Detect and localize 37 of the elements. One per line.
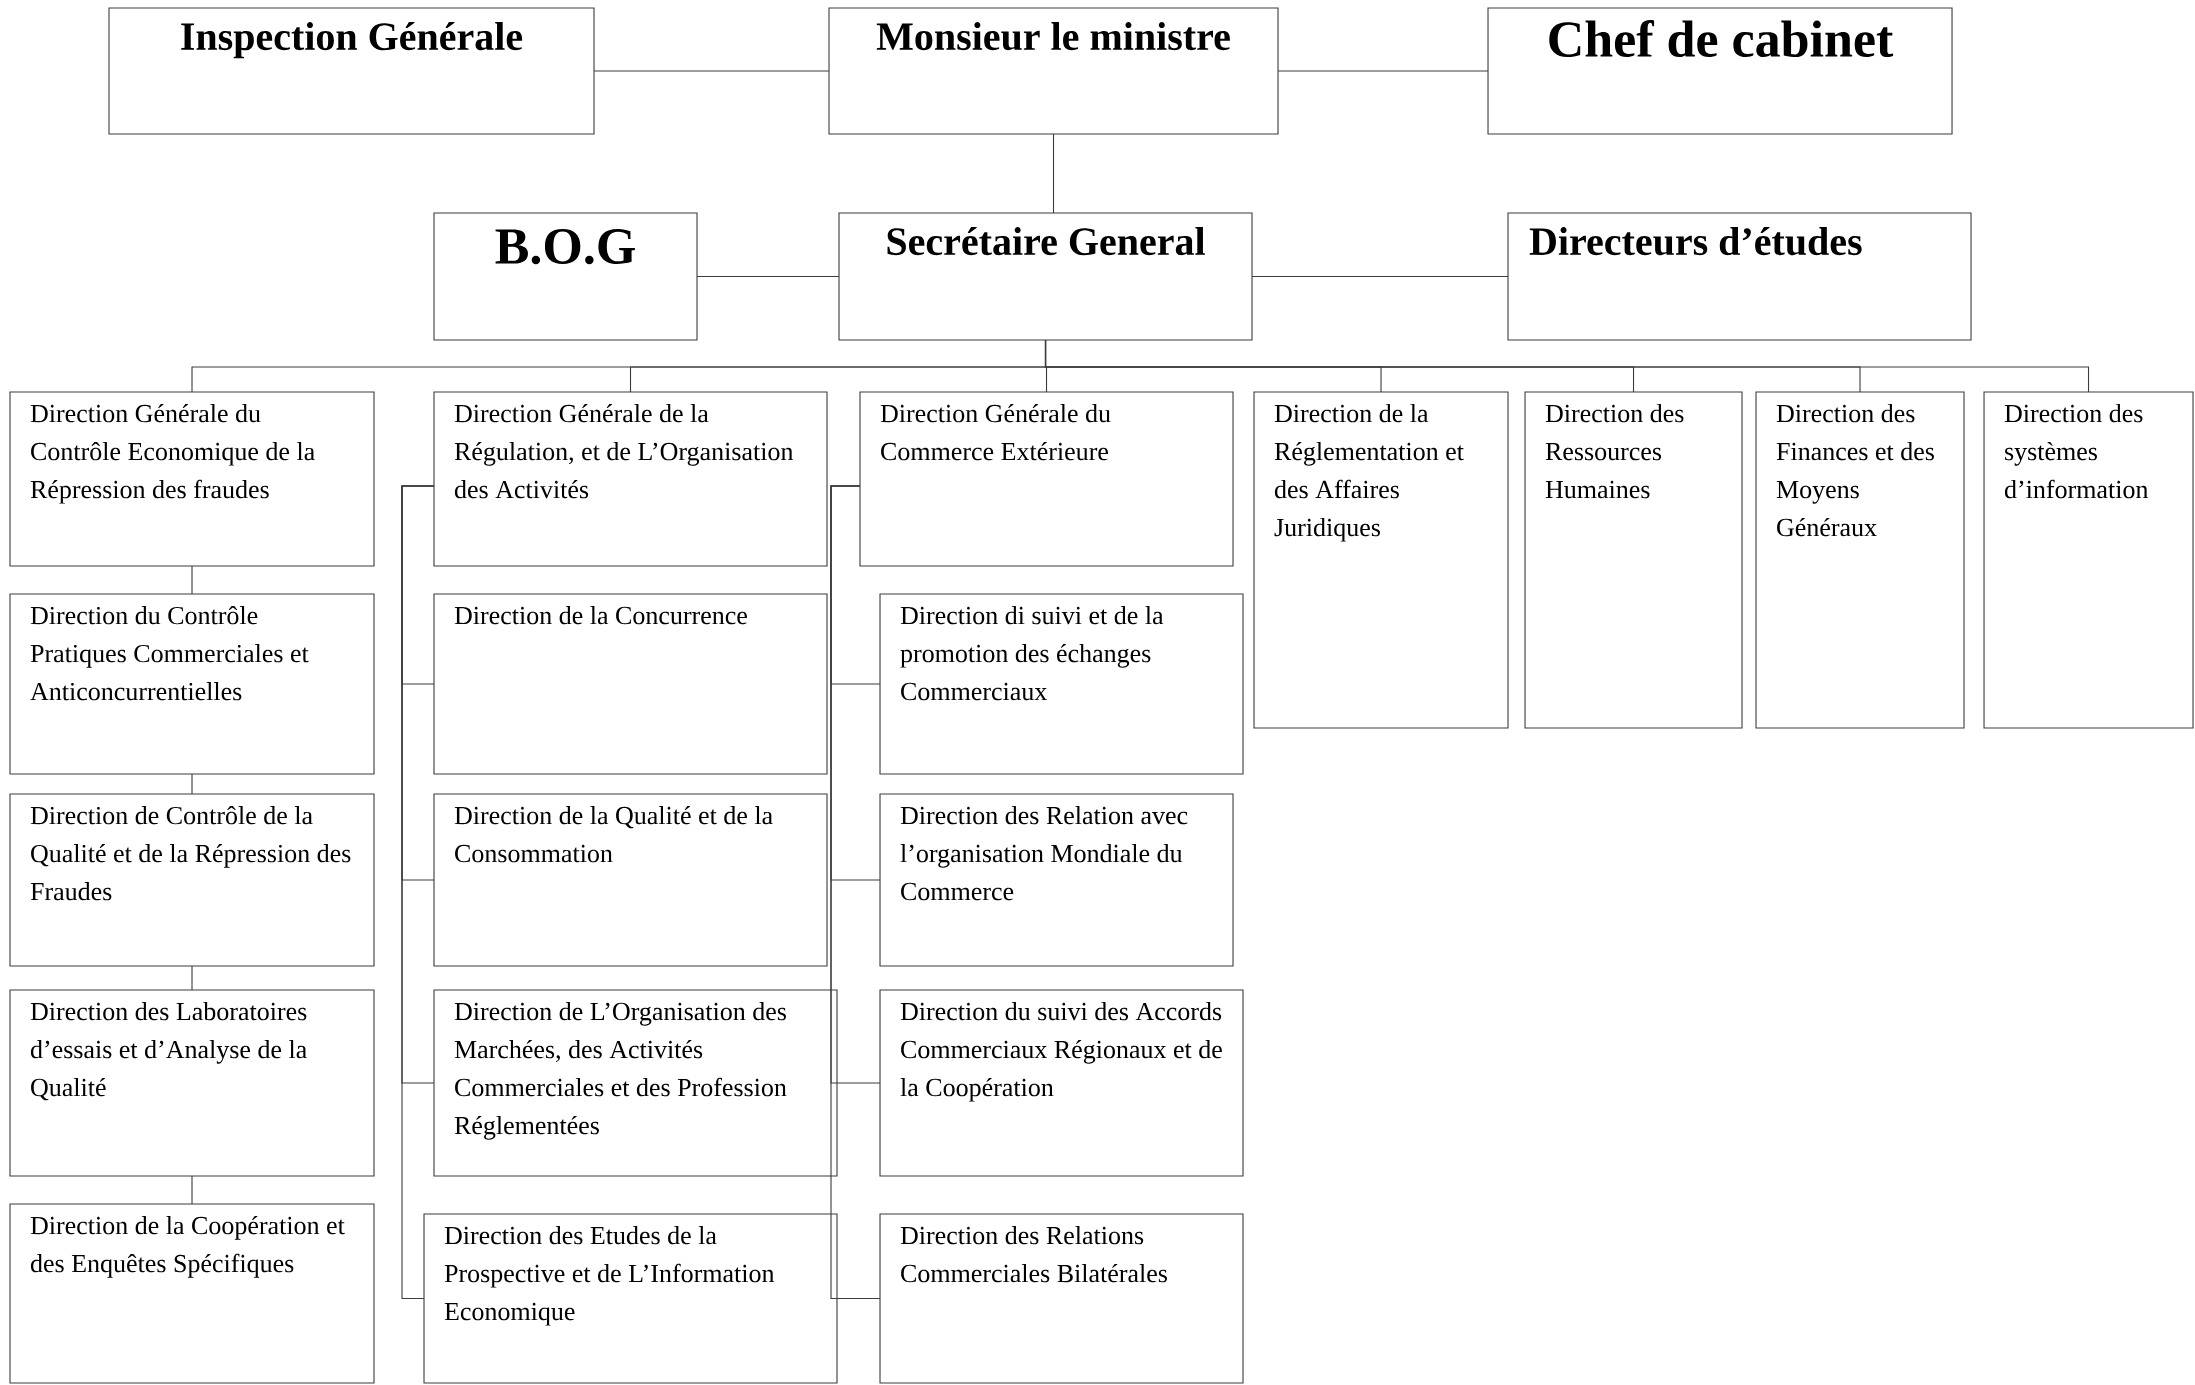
org-box: Direction des Etudes de la Prospective et de L’Information Economique — [423, 1213, 838, 1384]
org-box: Direction de la Coopération et des Enquêtes Spécifiques — [9, 1203, 375, 1384]
org-box: Direction des Ressources Humaines — [1524, 391, 1743, 729]
connector-line — [191, 773, 193, 795]
org-box: Direction de Contrôle de la Qualité et de la Répression des Fraudes — [9, 793, 375, 967]
connector-line — [1044, 339, 2090, 393]
org-box: Chef de cabinet — [1487, 7, 1953, 135]
connector-line — [593, 70, 830, 72]
org-box: B.O.G — [433, 212, 698, 341]
connector-line — [191, 1175, 193, 1205]
org-box: Inspection Générale — [108, 7, 595, 135]
org-box: Monsieur le ministre — [828, 7, 1279, 135]
org-box: Direction de la Réglementation et des Affaires Juridiques — [1253, 391, 1509, 729]
org-box: Secrétaire General — [838, 212, 1253, 341]
org-box: Direction des systèmes d’information — [1983, 391, 2194, 729]
connector-line — [830, 485, 881, 1300]
connector-line — [401, 485, 435, 1300]
connector-line — [696, 275, 840, 278]
org-box: Direction Générale de la Régulation, et de L’Organisation des Activités — [433, 391, 828, 567]
org-box: Direction de L’Organisation des Marchées, des Activités Commerciales et des Profession Réglementées — [433, 989, 838, 1177]
connector-line — [1052, 133, 1055, 214]
org-box: Direction des Finances et des Moyens Généraux — [1755, 391, 1965, 729]
org-box: Direction des Relation avec l’organisation Mondiale du Commerce — [879, 793, 1234, 967]
org-box: Direction de la Qualité et de la Consommation — [433, 793, 828, 967]
connector-line — [1277, 70, 1489, 72]
connector-line — [191, 965, 193, 991]
org-box: Direction di suivi et de la promotion des échanges Commerciaux — [879, 593, 1244, 775]
connector-line — [1251, 275, 1509, 278]
org-box: Direction Générale du Commerce Extérieure — [859, 391, 1234, 567]
org-box: Directeurs d’études — [1507, 212, 1972, 341]
org-box: Direction Générale du Contrôle Economique de la Répression des fraudes — [9, 391, 375, 567]
org-box: Direction de la Concurrence — [433, 593, 828, 775]
org-box: Direction des Relations Commerciales Bilatérales — [879, 1213, 1244, 1384]
connector-line — [191, 565, 193, 595]
org-box: Direction des Laboratoires d’essais et d’Analyse de la Qualité — [9, 989, 375, 1177]
org-box: Direction du suivi des Accords Commerciaux Régionaux et de la Coopération — [879, 989, 1244, 1177]
org-box: Direction du Contrôle Pratiques Commerciales et Anticoncurrentielles — [9, 593, 375, 775]
